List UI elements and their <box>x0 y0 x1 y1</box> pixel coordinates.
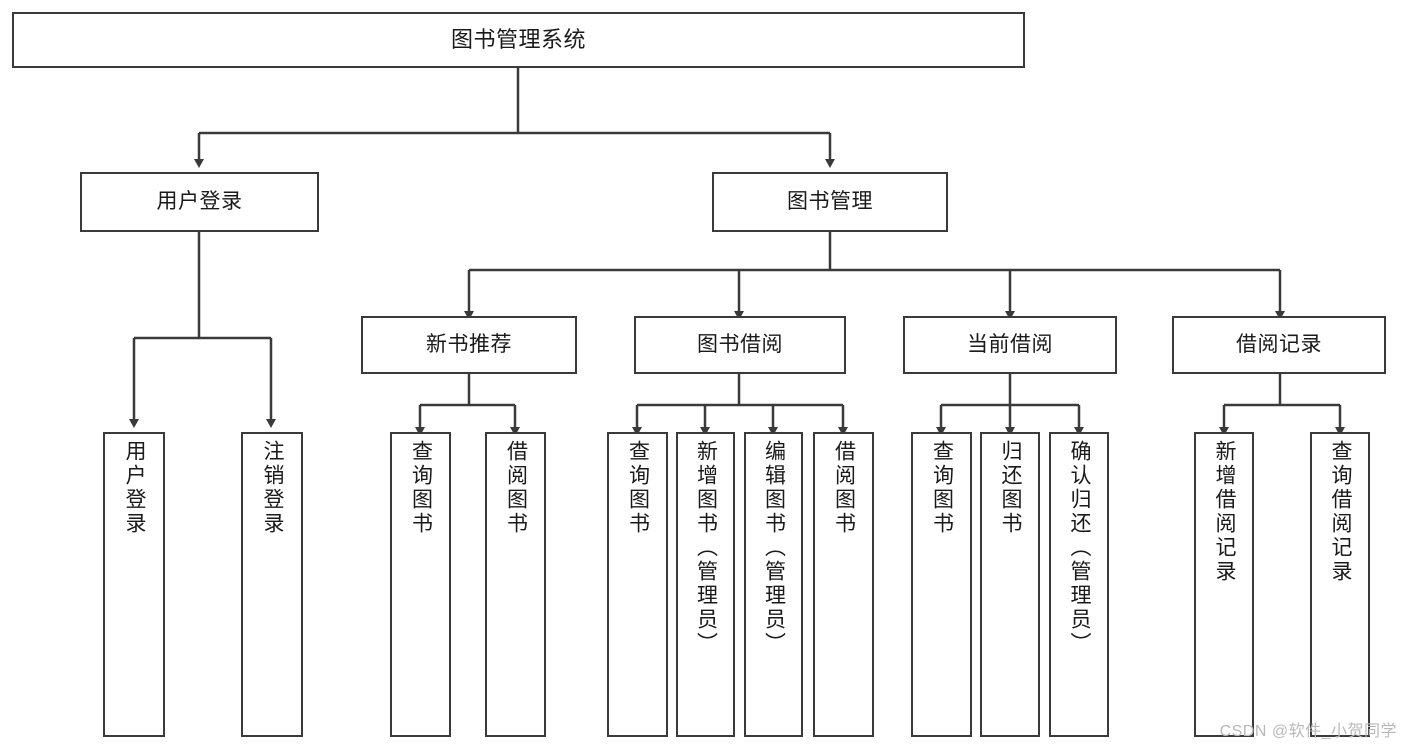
leaf-node-logout[interactable]: 注销登录 <box>241 432 303 737</box>
node-label: 新书推荐 <box>426 332 512 356</box>
node-book-borrowing[interactable]: 图书借阅 <box>634 316 846 374</box>
node-label: 借阅图书 <box>832 440 856 536</box>
node-label: 编辑图书（管理员） <box>762 440 786 656</box>
node-label: 图书管理系统 <box>450 27 586 53</box>
node-label: 注销登录 <box>261 440 285 536</box>
leaf-node-return-book[interactable]: 归还图书 <box>980 432 1040 737</box>
node-label: 图书管理 <box>787 189 873 213</box>
leaf-node-add-book-admin[interactable]: 新增图书（管理员） <box>676 432 735 737</box>
node-label: 用户登录 <box>123 440 147 536</box>
leaf-node-borrow-book-new-rec[interactable]: 借阅图书 <box>485 432 546 737</box>
leaf-node-add-borrowing-record[interactable]: 新增借阅记录 <box>1194 432 1254 737</box>
node-label: 归还图书 <box>999 440 1023 536</box>
node-label: 借阅记录 <box>1236 332 1322 356</box>
node-root-book-management-system[interactable]: 图书管理系统 <box>12 12 1025 68</box>
node-label: 查询图书 <box>930 440 954 536</box>
node-label: 用户登录 <box>156 189 243 213</box>
leaf-node-query-borrowing-record[interactable]: 查询借阅记录 <box>1310 432 1370 737</box>
node-label: 查询图书 <box>626 440 650 536</box>
leaf-node-query-book-current[interactable]: 查询图书 <box>911 432 972 737</box>
leaf-node-edit-book-admin[interactable]: 编辑图书（管理员） <box>744 432 803 737</box>
node-borrowing-record[interactable]: 借阅记录 <box>1172 316 1386 374</box>
node-label: 查询图书 <box>409 440 433 536</box>
node-book-management[interactable]: 图书管理 <box>712 172 948 232</box>
leaf-node-query-book-new-rec[interactable]: 查询图书 <box>390 432 451 737</box>
node-label: 新增图书（管理员） <box>694 440 718 656</box>
node-label: 借阅图书 <box>504 440 528 536</box>
node-user-login[interactable]: 用户登录 <box>80 172 319 232</box>
node-label: 查询借阅记录 <box>1329 440 1353 584</box>
leaf-node-confirm-return-admin[interactable]: 确认归还（管理员） <box>1049 432 1109 737</box>
node-label: 确认归还（管理员） <box>1068 440 1092 656</box>
leaf-node-user-login[interactable]: 用户登录 <box>103 432 165 737</box>
csdn-watermark: CSDN @软件_小贺同学 <box>1219 723 1397 740</box>
leaf-node-borrow-book-borrowing[interactable]: 借阅图书 <box>813 432 874 737</box>
node-current-borrowing[interactable]: 当前借阅 <box>903 316 1117 374</box>
node-label: 新增借阅记录 <box>1213 440 1237 584</box>
node-new-book-recommendation[interactable]: 新书推荐 <box>361 316 577 374</box>
node-label: 当前借阅 <box>967 332 1053 356</box>
node-label: 图书借阅 <box>697 332 783 356</box>
leaf-node-query-book-borrowing[interactable]: 查询图书 <box>607 432 668 737</box>
